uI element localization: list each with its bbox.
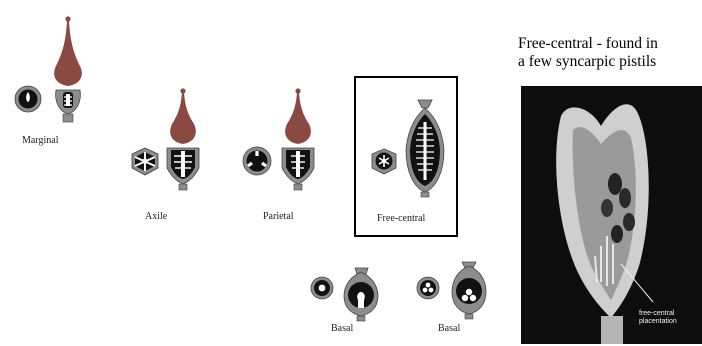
parietal-cross-section xyxy=(243,147,271,175)
basal-1-pistil xyxy=(344,268,378,321)
caption-line-2: a few syncarpic pistils xyxy=(518,53,656,71)
basal-1-cross-section xyxy=(311,277,333,299)
label-marginal: Marginal xyxy=(22,135,58,146)
marginal-cross-section xyxy=(15,86,41,112)
free-central-photo: free-central placentation xyxy=(521,86,702,344)
caption-line-1: Free-central - found in xyxy=(518,35,658,53)
photo-illustration xyxy=(521,86,702,344)
label-basal-1: Basal xyxy=(331,323,353,334)
photo-label-line-2: placentation xyxy=(639,318,677,326)
marginal-pistil xyxy=(54,16,82,122)
basal-2-cross-section xyxy=(417,277,439,299)
label-parietal: Parietal xyxy=(263,211,294,222)
label-free-central: Free-central xyxy=(377,213,425,224)
label-axile: Axile xyxy=(145,211,167,222)
axile-pistil xyxy=(167,88,199,190)
basal-2-pistil xyxy=(452,262,486,319)
photo-label-line-1: free-central xyxy=(639,310,674,318)
parietal-pistil xyxy=(282,88,314,190)
label-basal-2: Basal xyxy=(438,323,460,334)
axile-cross-section xyxy=(132,148,158,175)
